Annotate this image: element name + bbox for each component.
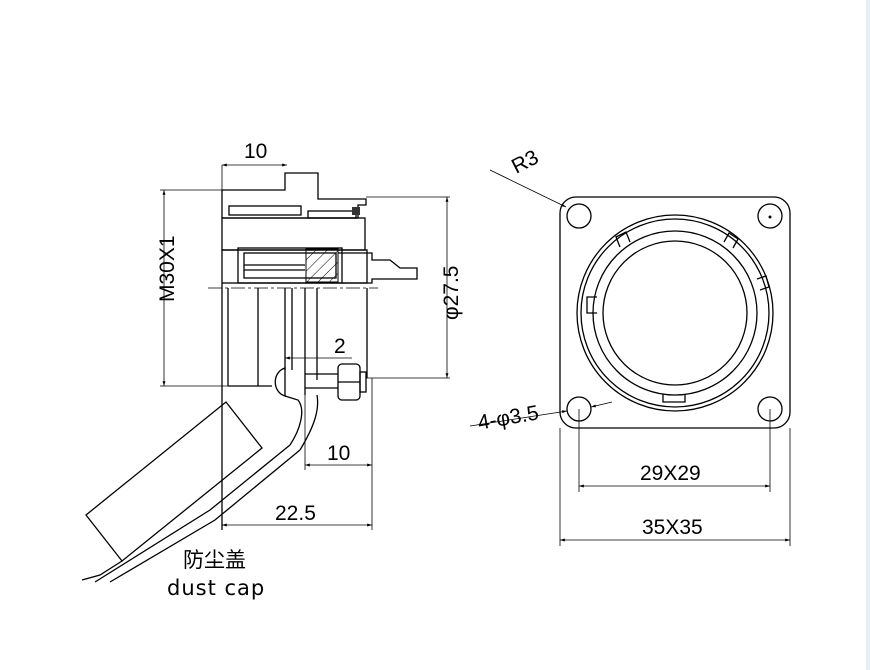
dust-cap-label-cn: 防尘盖 xyxy=(183,548,246,572)
dim-thread: M30X1 xyxy=(156,235,179,302)
scrollbar-strip[interactable] xyxy=(866,0,870,670)
front-view: R3 4-φ3.5 29X29 35X35 xyxy=(469,146,791,546)
dim-top: 10 xyxy=(244,140,267,163)
flange xyxy=(559,196,791,429)
solder-tail xyxy=(338,252,418,284)
dim-total-length: 22.5 xyxy=(275,502,316,525)
dim-holes: 4-φ3.5 xyxy=(476,401,541,434)
side-view: 10 M30X1 φ27.5 2 10 22.5 xyxy=(156,140,463,530)
dust-cap-label-en: dust cap xyxy=(167,576,265,600)
dim-radius: R3 xyxy=(508,146,542,179)
rivet xyxy=(274,367,286,397)
dim-bottom-small: 10 xyxy=(327,442,350,465)
dust-cap: 防尘盖 dust cap xyxy=(81,401,301,600)
dim-hole-spacing: 29X29 xyxy=(640,462,701,485)
mount-hole xyxy=(566,203,592,229)
insulator-section xyxy=(221,217,366,251)
bore xyxy=(602,240,748,386)
outer-ring xyxy=(576,214,774,412)
mount-hole xyxy=(757,203,783,229)
dim-diameter: φ27.5 xyxy=(440,266,463,321)
dim-gap: 2 xyxy=(334,335,346,358)
contact xyxy=(237,247,343,284)
dim-flange-size: 35X35 xyxy=(642,516,703,539)
